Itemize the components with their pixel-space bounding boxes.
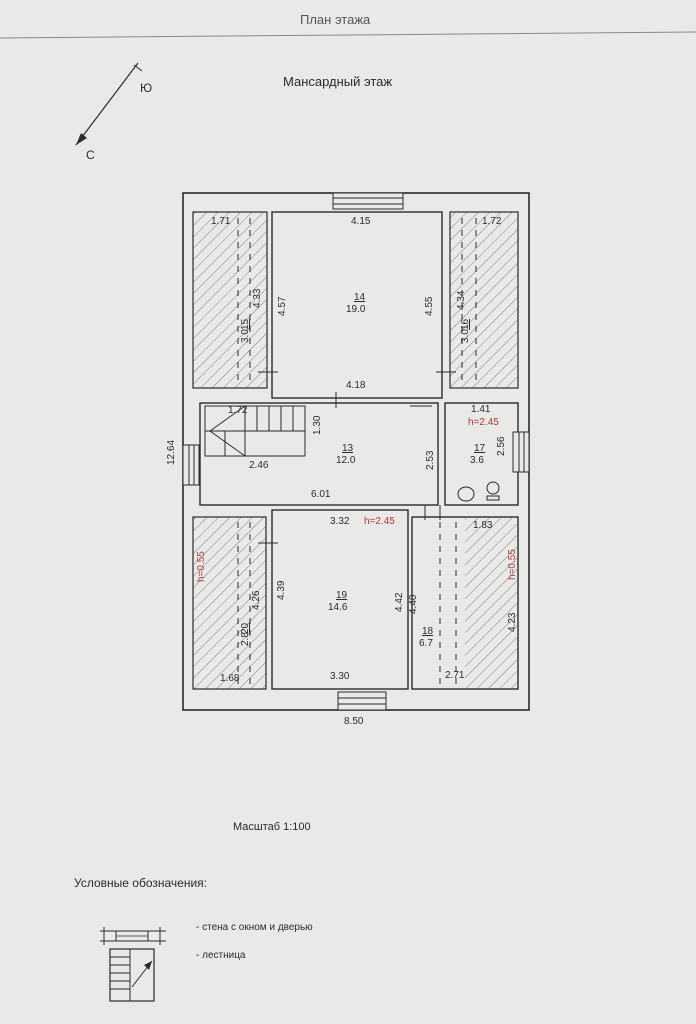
room-19-area: [271, 509, 409, 690]
room-area: 3.0: [240, 329, 251, 343]
dimension-label: 4.34: [456, 290, 467, 310]
ceiling-height: h=0.55: [507, 549, 518, 580]
dimension-label: 4.18: [346, 380, 366, 391]
dimension-label: 3.30: [330, 671, 350, 682]
dimension-label: 4.23: [507, 612, 518, 632]
room-area: 19.0: [346, 304, 366, 315]
dimension-label: 2.56: [496, 436, 507, 456]
dimension-label: 4.40: [408, 594, 419, 614]
legend-title: Условные обозначения:: [74, 876, 207, 890]
ceiling-height: h=2.45: [468, 417, 499, 428]
bathroom-fixtures: [457, 481, 500, 502]
header-rule: [0, 31, 696, 39]
compass-arrow-icon: [75, 62, 143, 146]
dimension-label: 4.33: [252, 288, 263, 308]
room-16-area: [449, 211, 519, 389]
dimension-label: 2.71: [445, 670, 465, 681]
ceiling-height: h=2.45: [364, 516, 395, 527]
room-area: 6.7: [419, 638, 433, 649]
stairs-legend-icon: [109, 948, 155, 1002]
dimension-label: 1.72: [482, 216, 502, 227]
dimension-label: 1.68: [220, 673, 240, 684]
floor-subtitle: Мансардный этаж: [283, 74, 393, 89]
room-area: 14.6: [328, 602, 348, 613]
room-number: 13: [342, 443, 354, 454]
room-18-hatch: [465, 517, 518, 689]
page-header-title: План этажа: [300, 12, 371, 27]
overall-width: 8.50: [344, 716, 364, 727]
legend-item-wall: - стена с окном и дверью: [196, 922, 313, 933]
ceiling-height: h=0.55: [196, 551, 207, 582]
dimension-label: 4.42: [394, 592, 405, 612]
room-number: 17: [474, 443, 486, 454]
room-14-area: [271, 211, 443, 399]
room-13-area: [199, 402, 439, 506]
dimension-label: 4.57: [277, 296, 288, 316]
dimension-label: 1.83: [473, 520, 493, 531]
dimension-label: 2.53: [425, 450, 436, 470]
room-number: 14: [354, 292, 366, 303]
dimension-label: 4.26: [251, 590, 262, 610]
dimension-label: 1.30: [312, 415, 323, 435]
room-area: 3.6: [470, 455, 484, 466]
stairs: [204, 405, 306, 457]
dimension-label: 3.32: [330, 516, 350, 527]
room-number: 18: [422, 626, 434, 637]
dimension-label: 4.15: [351, 216, 371, 227]
dimension-label: 2.46: [249, 460, 269, 471]
dimension-label: 1.71: [211, 216, 231, 227]
scale-label: Масштаб 1:100: [233, 821, 311, 833]
room-area: 3.0: [460, 329, 471, 343]
dimension-label: 4.39: [276, 580, 287, 600]
dimension-label: 4.55: [424, 296, 435, 316]
room-20-area: [192, 516, 267, 690]
wall-window-door-legend-icon: [100, 927, 166, 945]
legend-item-stairs: - лестница: [196, 950, 246, 961]
room-area: 2.8: [240, 632, 251, 646]
room-area: 12.0: [336, 455, 356, 466]
compass-south-label: С: [86, 148, 95, 162]
dimension-label: 6.01: [311, 489, 331, 500]
dimension-label: 1.72: [228, 405, 248, 416]
dimension-label: 1.41: [471, 404, 491, 415]
room-15-area: [192, 211, 268, 389]
room-number: 19: [336, 590, 348, 601]
compass-north-label: Ю: [140, 81, 153, 95]
overall-height: 12.64: [166, 439, 177, 465]
